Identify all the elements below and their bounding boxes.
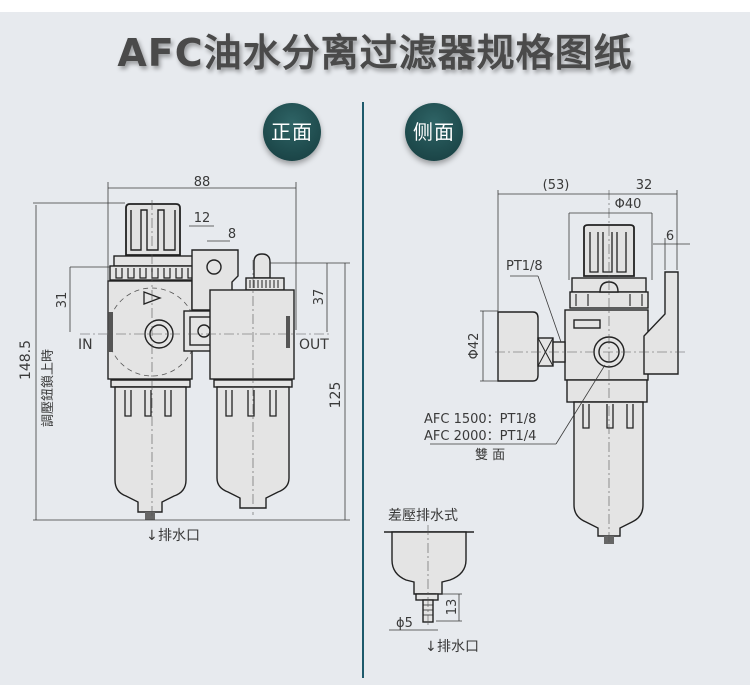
port-note: 雙 面 xyxy=(475,448,505,463)
regulator-ring xyxy=(109,265,197,281)
drain-nut xyxy=(415,593,439,601)
bracket-hole xyxy=(206,259,222,275)
dim-bowl-diameter: Φ40 xyxy=(615,197,642,212)
dim-left-width: (53) xyxy=(543,178,570,193)
dim-nozzle-length: 13 xyxy=(445,599,460,616)
dim-right-width: 32 xyxy=(636,178,653,193)
side-bowl-top xyxy=(566,379,648,403)
pressure-gauge xyxy=(497,311,539,382)
port-spec-line-2: AFC 2000：PT1/4 xyxy=(424,429,536,444)
height-note: 調壓鈕鎖上時 xyxy=(40,349,56,427)
sight-window xyxy=(286,316,290,348)
dim-nozzle-diameter: ϕ5 xyxy=(396,616,413,631)
drain-detail-title: 差壓排水式 xyxy=(388,508,458,524)
page-title: AFC油水分离过滤器规格图纸 xyxy=(117,31,633,75)
side-dimensions: (53) 32 Φ40 6 Φ42 xyxy=(430,178,690,445)
side-knurl xyxy=(573,319,601,329)
dim-hole-width: 8 xyxy=(228,227,236,242)
dim-bracket-width: 12 xyxy=(194,211,211,226)
dim-gauge-diameter: Φ42 xyxy=(467,333,482,360)
front-view-badge: 正面 xyxy=(263,103,321,161)
regulator-collar xyxy=(113,255,195,267)
front-dimensions: 88 12 8 31 37 148.5 調壓鈕鎖上時 125 xyxy=(18,175,350,521)
gauge-port-label: PT1/8 xyxy=(506,259,543,274)
drain-detail-label: 排水口 xyxy=(437,639,479,655)
left-bowl xyxy=(114,386,187,513)
side-window xyxy=(108,312,113,352)
port-spec-line-1: AFC 1500：PT1/8 xyxy=(424,412,536,427)
lubricator-cap xyxy=(253,253,271,279)
connector-port xyxy=(197,324,211,338)
front-view-drawing: 88 12 8 31 37 148.5 調壓鈕鎖上時 125 IN OUT ↓ … xyxy=(18,175,350,544)
left-bowl-rim xyxy=(110,379,191,388)
view-divider xyxy=(362,102,364,678)
dim-overall-width: 88 xyxy=(194,175,211,190)
drain-bowl xyxy=(391,531,467,595)
drain-arrow-icon: ↓ xyxy=(146,528,158,544)
side-bracket xyxy=(643,271,679,375)
side-view-badge: 侧面 xyxy=(405,103,463,161)
dim-overall-height: 148.5 xyxy=(18,340,34,380)
front-drain-label: 排水口 xyxy=(158,528,200,544)
drain-detail-arrow-icon: ↓ xyxy=(425,639,437,655)
drain-valve xyxy=(145,512,155,520)
outlet-label: OUT xyxy=(299,337,329,353)
dim-upper-height-right: 37 xyxy=(312,289,327,306)
drain-detail-drawing: 差壓排水式 13 ϕ5 ↓ 排水口 xyxy=(384,508,479,655)
side-view-drawing: (53) 32 Φ40 6 Φ42 PT1/8 AFC 1500：PT1/8 A… xyxy=(424,178,690,545)
right-unit-body xyxy=(209,289,295,380)
dim-right-height: 125 xyxy=(328,382,344,409)
side-bowl xyxy=(573,401,644,537)
dim-upper-height-left: 31 xyxy=(55,292,70,309)
inlet-label: IN xyxy=(78,337,93,353)
dim-bracket-offset: 6 xyxy=(666,229,674,244)
regulator-knob xyxy=(125,203,181,256)
